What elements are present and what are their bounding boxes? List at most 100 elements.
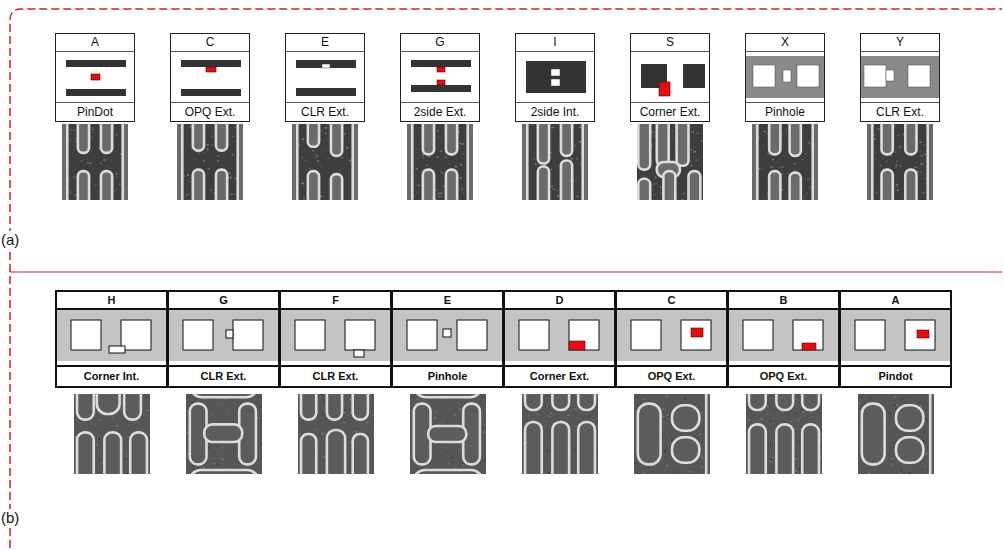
defect-code: D: [505, 292, 614, 310]
defect-schematic: [729, 310, 838, 365]
defect-cell: A PinDot: [55, 33, 135, 122]
defect-type: Corner Ext.: [505, 365, 614, 386]
defect-schematic: [286, 52, 364, 102]
defect-schematic: [57, 310, 166, 365]
schematic-art: [281, 310, 390, 365]
defect-type: OPQ Ext.: [729, 365, 838, 386]
defect-type: 2side Ext.: [401, 102, 479, 121]
defect-cell: H Corner Int.: [55, 290, 168, 388]
sem-image: [634, 394, 710, 474]
sem-image: [298, 394, 374, 474]
sem-image: [62, 124, 128, 200]
defect-schematic: [841, 310, 950, 365]
defect-code: S: [631, 34, 709, 52]
defect-type: Pinhole: [746, 102, 824, 121]
defect-schematic: [631, 52, 709, 102]
schematic-art: [393, 310, 502, 365]
defect-code: C: [171, 34, 249, 52]
schematic-art: [516, 52, 594, 102]
defect-code: E: [393, 292, 502, 310]
defect-cell: X Pinhole: [745, 33, 825, 122]
defect-schematic: [169, 310, 278, 365]
sem-image: [637, 124, 703, 200]
defect-code: E: [286, 34, 364, 52]
sem-image: [292, 124, 358, 200]
sem-image: [746, 394, 822, 474]
defect-code: A: [841, 292, 950, 310]
defect-schematic: [861, 52, 939, 102]
defect-schematic: [171, 52, 249, 102]
defect-code: X: [746, 34, 824, 52]
defect-type: 2side Int.: [516, 102, 594, 121]
schematic-art: [746, 52, 824, 102]
schematic-art: [861, 52, 939, 102]
sem-images: [55, 109, 945, 494]
defect-cell: C OPQ Ext.: [615, 290, 728, 388]
sem-image: [410, 394, 486, 474]
panel-label: (b): [0, 509, 20, 527]
schematic-art: [631, 52, 709, 102]
defect-schematic: [617, 310, 726, 365]
defect-schematic: [516, 52, 594, 102]
schematic-art: [171, 52, 249, 102]
panel-label: (a): [0, 231, 20, 249]
defect-code: A: [56, 34, 134, 52]
defect-type: Pindot: [841, 365, 950, 386]
defect-type: CLR Ext.: [861, 102, 939, 121]
defect-cell: E CLR Ext.: [285, 33, 365, 122]
defect-code: F: [281, 292, 390, 310]
defect-schematic: [393, 310, 502, 365]
defect-type: Corner Int.: [57, 365, 166, 386]
defect-cell: I 2side Int.: [515, 33, 595, 122]
defect-type: Pinhole: [393, 365, 502, 386]
defect-schematic: [56, 52, 134, 102]
defect-type: OPQ Ext.: [617, 365, 726, 386]
schematic-art: [729, 310, 838, 365]
defect-code: C: [617, 292, 726, 310]
sem-image: [74, 394, 150, 474]
defect-cell: F CLR Ext.: [279, 290, 392, 388]
sem-image: [522, 394, 598, 474]
defect-cell: Y CLR Ext.: [860, 33, 940, 122]
defect-schematic: [281, 310, 390, 365]
defect-code: Y: [861, 34, 939, 52]
defect-cell: C OPQ Ext.: [170, 33, 250, 122]
defect-schematic: [401, 52, 479, 102]
sem-image: [177, 124, 243, 200]
defect-code: G: [169, 292, 278, 310]
defect-type: CLR Ext.: [169, 365, 278, 386]
defect-cell: A Pindot: [839, 290, 952, 388]
defect-code: I: [516, 34, 594, 52]
defect-type: OPQ Ext.: [171, 102, 249, 121]
schematic-art: [56, 52, 134, 102]
schematic-art: [286, 52, 364, 102]
defect-cell: G CLR Ext.: [167, 290, 280, 388]
sem-image: [407, 124, 473, 200]
sem-image: [858, 394, 934, 474]
defect-type: Corner Ext.: [631, 102, 709, 121]
sem-image: [186, 394, 262, 474]
panel-divider: [10, 271, 1002, 272]
defect-cell: S Corner Ext.: [630, 33, 710, 122]
dashed-frame: [10, 9, 1002, 548]
defect-cell: B OPQ Ext.: [727, 290, 840, 388]
schematic-art: [401, 52, 479, 102]
sem-image: [867, 124, 933, 200]
defect-cell: D Corner Ext.: [503, 290, 616, 388]
schematic-art: [505, 310, 614, 365]
schematic-art: [841, 310, 950, 365]
schematic-art: [169, 310, 278, 365]
defect-cell: G2side Ext.: [400, 33, 480, 122]
schematic-art: [617, 310, 726, 365]
defect-type: PinDot: [56, 102, 134, 121]
defect-code: H: [57, 292, 166, 310]
sem-image: [522, 124, 588, 200]
defect-type: CLR Ext.: [286, 102, 364, 121]
defect-cell: E Pinhole: [391, 290, 504, 388]
schematic-art: [57, 310, 166, 365]
defect-type: CLR Ext.: [281, 365, 390, 386]
defect-schematic: [505, 310, 614, 365]
defect-code: B: [729, 292, 838, 310]
